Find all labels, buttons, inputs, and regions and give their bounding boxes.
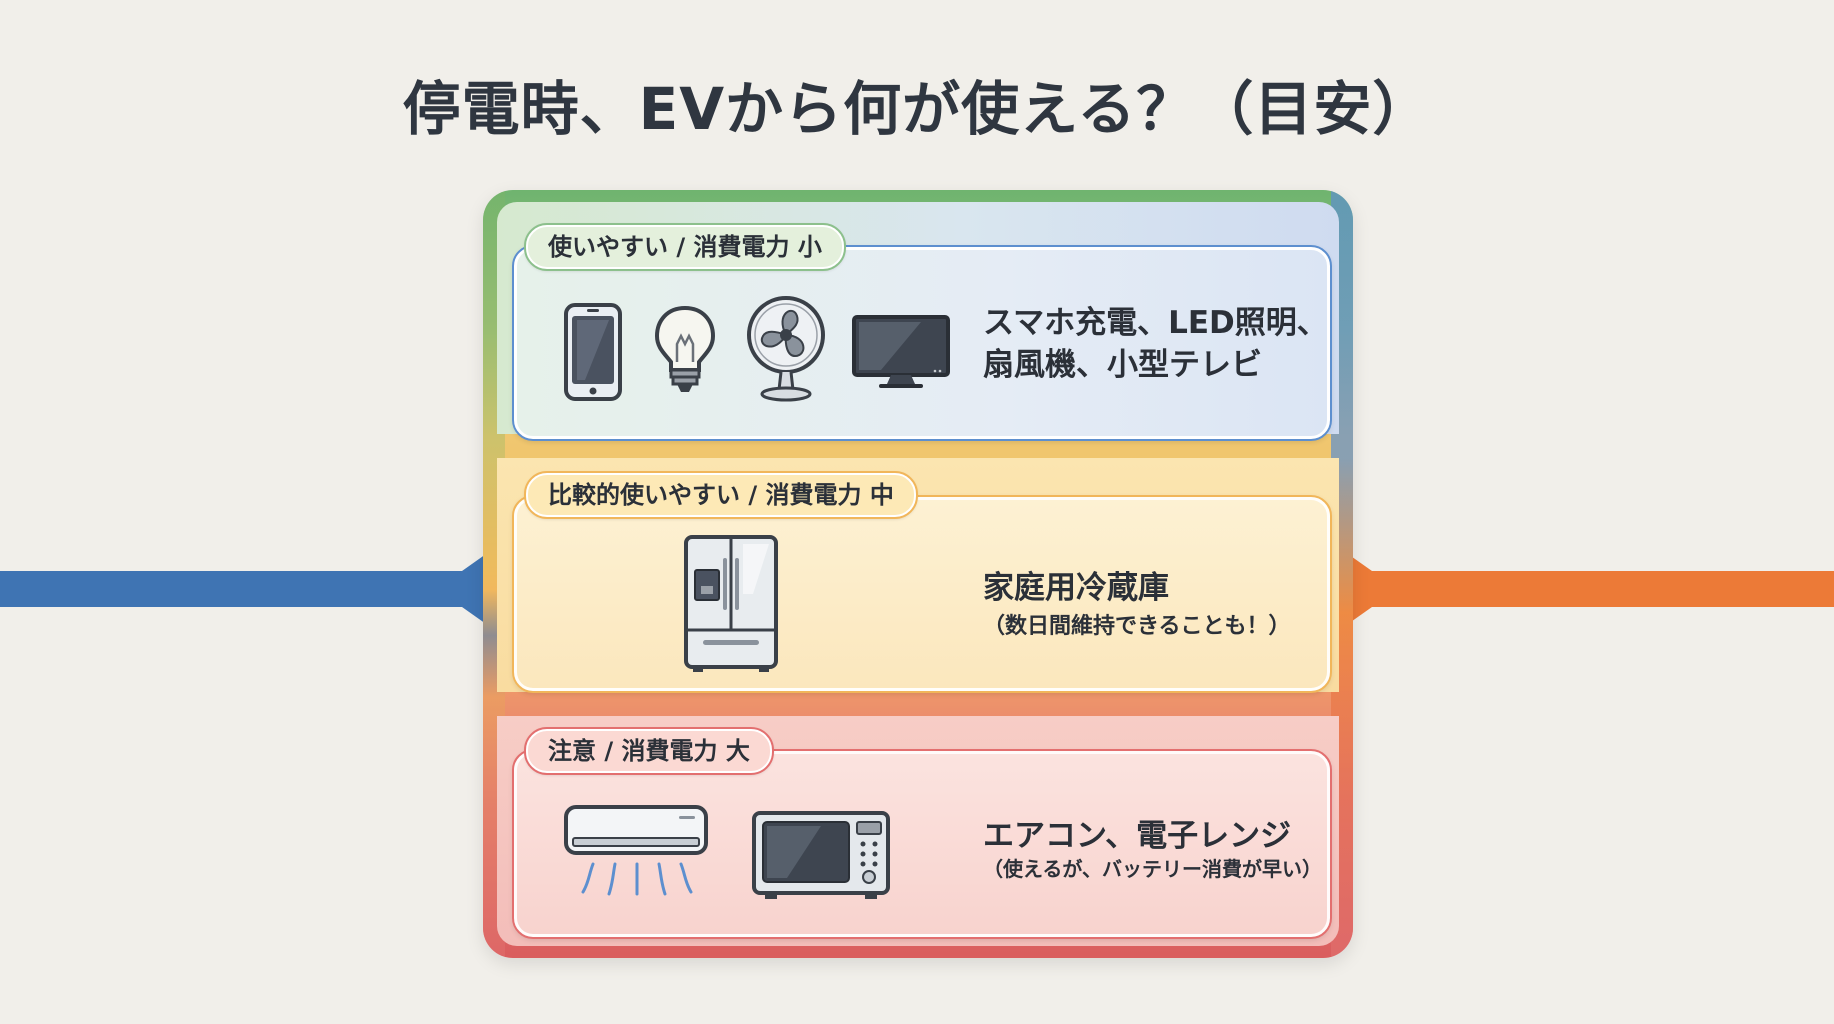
refrigerator-icon: [683, 534, 779, 674]
page-title: 停電時、EVから何が使える？（目安）: [402, 75, 1432, 143]
high-power-note: （使えるが、バッテリー消費が早い）: [983, 857, 1322, 881]
medium-power-label: 比較的使いやすい / 消費電力 中: [524, 471, 918, 519]
ev-supply-line-right: [1334, 571, 1834, 607]
medium-power-description: 家庭用冷蔵庫: [983, 570, 1169, 606]
microwave-icon: [751, 810, 891, 902]
medium-power-card: [512, 495, 1332, 693]
low-power-label: 使いやすい / 消費電力 小: [524, 223, 846, 271]
high-power-description: エアコン、電子レンジ: [983, 818, 1292, 854]
high-power-label: 注意 / 消費電力 大: [524, 727, 774, 775]
light-bulb-icon: [653, 304, 717, 396]
television-icon: [851, 314, 951, 390]
low-power-description: スマホ充電、LED照明、 扇風機、小型テレビ: [983, 302, 1328, 386]
air-conditioner-icon: [563, 804, 709, 900]
ev-supply-line-left: [0, 571, 500, 607]
low-power-description-line-2: 扇風機、小型テレビ: [983, 347, 1262, 383]
appliance-tier-panel: 使いやすい / 消費電力 小: [483, 190, 1353, 958]
low-power-description-line-1: スマホ充電、LED照明、: [983, 305, 1328, 341]
medium-power-note: （数日間維持できることも！）: [983, 614, 1291, 639]
smartphone-icon: [563, 302, 623, 402]
electric-fan-icon: [745, 294, 827, 402]
